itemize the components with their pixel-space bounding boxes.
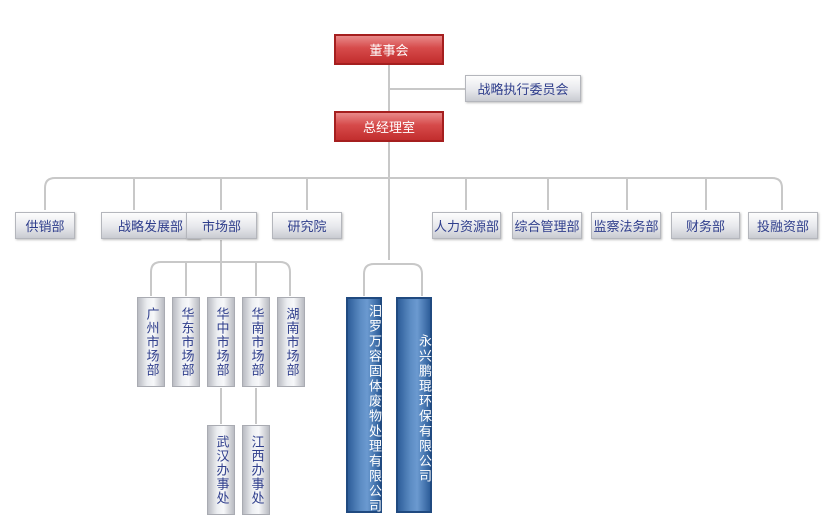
strategy-committee-box: 战略执行委员会 bbox=[465, 75, 581, 102]
dept-finance: 财务部 bbox=[671, 212, 740, 239]
branch-guangzhou: 广州市场部 bbox=[137, 297, 165, 387]
connector-offices bbox=[220, 388, 257, 424]
dept-market: 市场部 bbox=[186, 212, 257, 239]
connector-dept-drops bbox=[133, 178, 707, 210]
branch-central-china: 华中市场部 bbox=[207, 297, 235, 387]
connector-market-drops bbox=[185, 262, 257, 296]
dept-supervision-legal: 监察法务部 bbox=[591, 212, 661, 239]
dept-general-management: 综合管理部 bbox=[512, 212, 582, 239]
dept-investment: 投融资部 bbox=[748, 212, 818, 239]
subsidiary-miluo: 汨罗万容固体废物处理有限公司 bbox=[346, 297, 382, 514]
dept-research: 研究院 bbox=[272, 212, 342, 239]
dept-hr: 人力资源部 bbox=[432, 212, 501, 239]
connector-sub-bar bbox=[363, 263, 423, 296]
branch-hunan: 湖南市场部 bbox=[277, 297, 305, 387]
board-box: 董事会 bbox=[334, 34, 444, 65]
office-wuhan: 武汉办事处 bbox=[207, 425, 235, 515]
gm-office-box: 总经理室 bbox=[334, 111, 444, 142]
office-jiangxi: 江西办事处 bbox=[242, 425, 270, 515]
subsidiary-yongxing: 永兴鹏琨环保有限公司 bbox=[396, 297, 432, 513]
dept-supply-sales: 供销部 bbox=[15, 212, 75, 239]
branch-east-china: 华东市场部 bbox=[172, 297, 200, 387]
dept-strategy-development: 战略发展部 bbox=[101, 212, 200, 239]
connector-dept-bar bbox=[44, 177, 783, 210]
branch-south-china: 华南市场部 bbox=[242, 297, 270, 387]
